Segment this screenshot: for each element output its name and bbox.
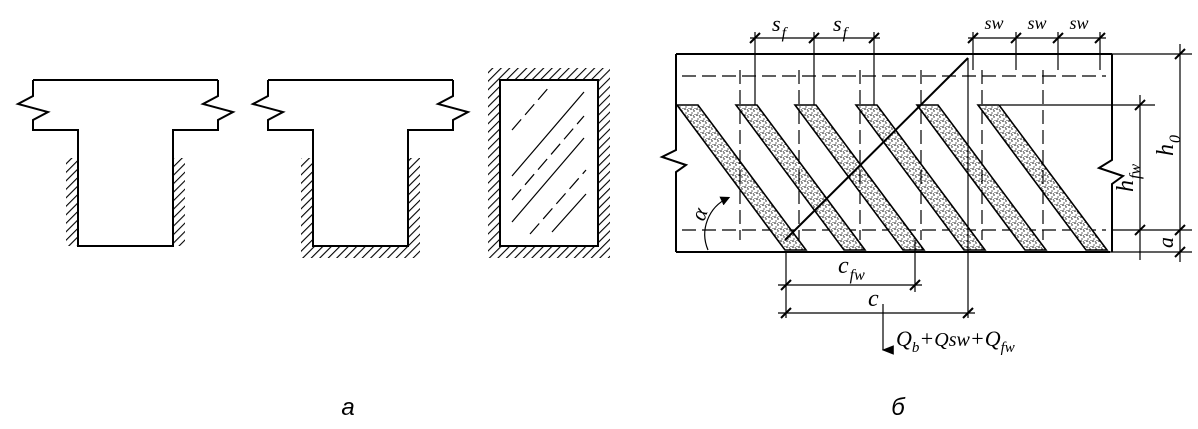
dimension-sf [749, 32, 880, 105]
label-sw-2: sw [1027, 13, 1046, 33]
fiber-strip-2 [734, 104, 867, 251]
fiber-strip-1 [675, 104, 808, 251]
caption-b: б [891, 394, 906, 421]
box-section [488, 68, 610, 258]
label-sf-1: sf [772, 11, 789, 42]
crack-line [784, 57, 969, 318]
tee-section-1 [15, 79, 236, 247]
label-c: c [868, 286, 879, 312]
label-cfw: cfw [838, 253, 865, 284]
dimension-right [1000, 44, 1192, 262]
label-hfw: hfw [1113, 164, 1144, 192]
label-sf-2: sf [833, 11, 850, 42]
dimension-c [778, 307, 975, 319]
force-label: Qb+Qsw+Qfw [896, 326, 1015, 356]
label-alpha: α [685, 204, 713, 224]
tee-section-2 [250, 79, 471, 258]
beam-outline [659, 53, 1126, 253]
label-a: a [1153, 237, 1178, 248]
dashed-verticals [739, 70, 1044, 240]
alpha-arc [704, 196, 731, 251]
dimension-cfw [778, 240, 922, 318]
label-sw-1: sw [984, 13, 1003, 33]
caption-a: а [341, 394, 354, 421]
label-sw-3: sw [1069, 13, 1088, 33]
label-h0: h0 [1153, 135, 1184, 156]
dimension-sw [967, 32, 1106, 70]
